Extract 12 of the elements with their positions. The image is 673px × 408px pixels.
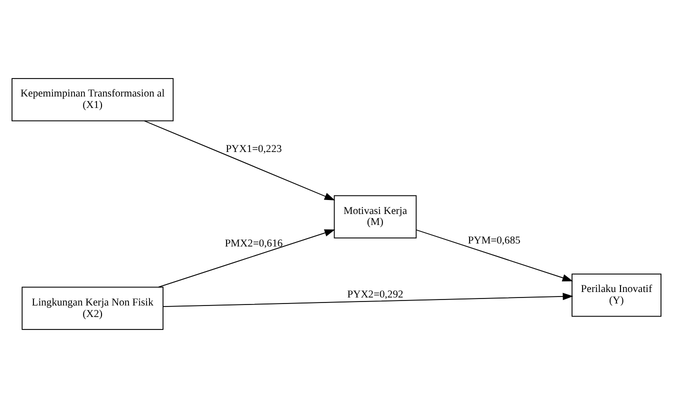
node-box: Motivasi Kerja (M) [334, 195, 417, 238]
node-box: Kepemimpinan Transformasion al (X1) [12, 78, 174, 122]
edge-label: PYX2=0,292 [347, 289, 404, 300]
edge-label: PMX2=0,616 [224, 238, 283, 250]
node-box: Perilaku Inovatif (Y) [572, 274, 662, 317]
arrow [416, 229, 574, 282]
edge-label: PYX1=0,223 [226, 144, 282, 156]
arrow [144, 120, 336, 200]
arrow [158, 229, 336, 288]
edge-label: PYM=0,685 [468, 236, 520, 247]
node-box: Lingkungan Kerja Non Fisik (X2) [22, 286, 164, 330]
arrow [162, 292, 574, 308]
